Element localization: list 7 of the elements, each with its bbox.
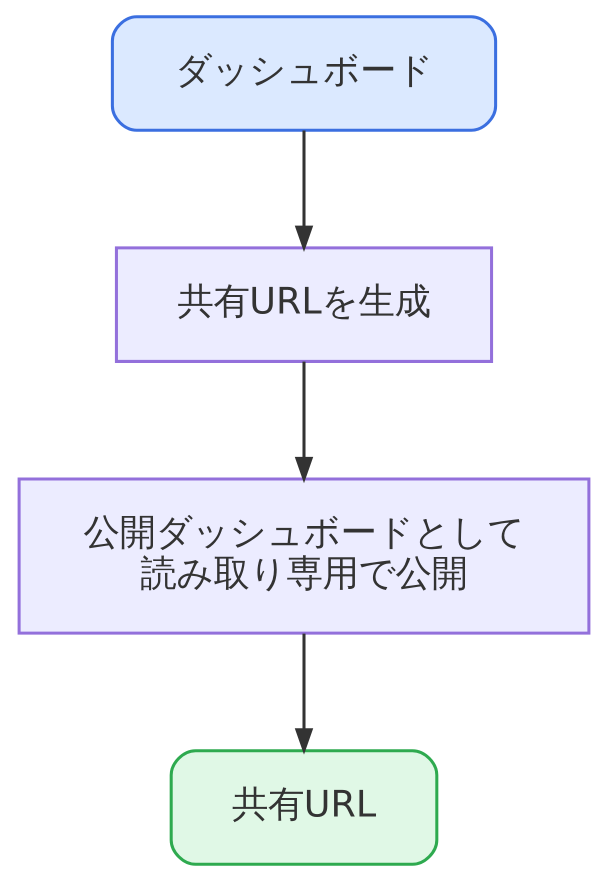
arrow	[294, 362, 313, 484]
node-box: 公開ダッシュボードとして読み取り専用で公開	[17, 478, 590, 635]
node-box: 共有URLを生成	[114, 246, 493, 363]
node-box: 共有URL	[169, 749, 438, 866]
arrow	[294, 634, 313, 755]
arrow	[294, 130, 313, 252]
node-box: ダッシュボード	[110, 15, 497, 132]
